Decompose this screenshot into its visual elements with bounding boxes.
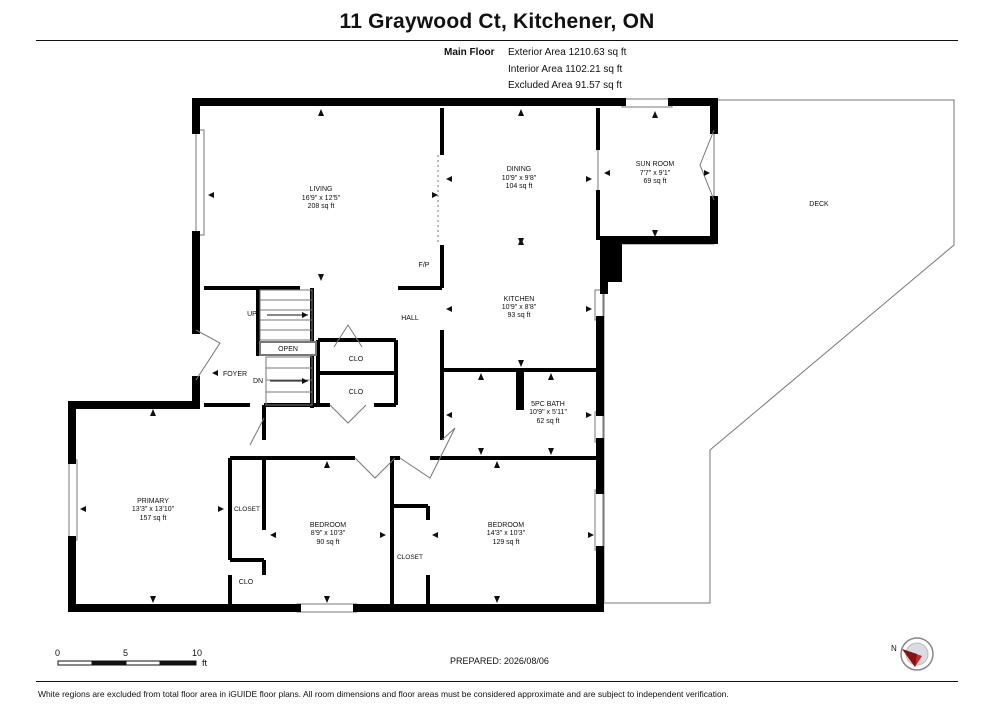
bedroom1-area: 90 sq ft [317,539,340,546]
kitchen-name: KITCHEN [504,296,535,303]
room-bedroom-1: BEDROOM 8'9" x 10'3" 90 sq ft [310,522,346,546]
bedroom1-dims: 8'9" x 10'3" [311,530,346,537]
compass-icon: N [891,637,934,671]
top-divider [36,40,958,41]
primary-dims: 13'3" x 13'10" [132,506,175,513]
door-swings [195,129,715,479]
room-bedroom-2: BEDROOM 14'3" x 10'3" 129 sq ft [487,522,526,546]
stairs-down-label: DN [253,378,263,385]
scale-tick-5: 5 [123,648,128,658]
kitchen-area: 93 sq ft [508,312,531,319]
primary-name: PRIMARY [137,498,169,505]
room-bath: 5PC BATH 10'9" x 5'11" 62 sq ft [529,401,567,425]
room-dining: DINING 10'9" x 9'8" 104 sq ft [502,166,537,190]
scale-tick-0: 0 [55,648,60,658]
kitchen-dims: 10'9" x 8'8" [502,304,537,311]
bath-name: 5PC BATH [531,401,565,408]
primary-area: 157 sq ft [140,515,167,522]
compass-north: N [891,644,897,653]
closet-label-4: CLOSET [234,506,260,513]
dimension-arrows [80,109,710,603]
living-dims: 16'9" x 12'5" [302,195,341,202]
stairs [259,289,313,406]
foyer-label: FOYER [223,371,247,378]
chimney [600,244,622,282]
closet-label-5: CLOSET [397,554,423,561]
room-sunroom: SUN ROOM 7'7" x 9'1" 69 sq ft [636,161,675,185]
windows [68,98,673,613]
deck-label: DECK [809,201,829,208]
dining-dims: 10'9" x 9'8" [502,175,537,182]
stairs-up-label: UP [247,311,257,318]
sunroom-dims: 7'7" x 9'1" [640,170,671,177]
room-primary: PRIMARY 13'3" x 13'10" 157 sq ft [132,498,175,522]
living-area: 208 sq ft [308,203,335,210]
bath-area: 62 sq ft [537,418,560,425]
prepared-date: PREPARED: 2026/08/06 [450,656,549,666]
room-living: LIVING 16'9" x 12'5" 208 sq ft [302,186,341,210]
bottom-divider [36,681,958,682]
living-name: LIVING [310,186,333,193]
closet-label-2: CLO [349,389,364,396]
room-kitchen: KITCHEN 10'9" x 8'8" 93 sq ft [502,296,537,319]
interior-area: Interior Area 1102.21 sq ft [508,64,623,75]
dining-name: DINING [507,166,532,173]
bedroom1-name: BEDROOM [310,522,346,529]
open-label: OPEN [278,346,298,353]
bedroom2-dims: 14'3" x 10'3" [487,530,526,537]
bedroom2-area: 129 sq ft [493,539,520,546]
sunroom-area: 69 sq ft [644,178,667,185]
disclaimer: White regions are excluded from total fl… [38,689,729,699]
fireplace-label: F/P [419,262,430,269]
floor-label: Main Floor [444,47,495,58]
page-title: 11 Graywood Ct, Kitchener, ON [339,10,655,33]
scale-bar: 0 5 10 ft [55,648,208,668]
closet-label-3: CLO [239,579,254,586]
scale-tick-10: 10 [192,648,202,658]
scale-unit: ft [202,658,208,668]
bedroom2-name: BEDROOM [488,522,524,529]
dining-area: 104 sq ft [506,183,533,190]
sunroom-name: SUN ROOM [636,161,675,168]
exterior-area: Exterior Area 1210.63 sq ft [508,47,627,58]
excluded-area: Excluded Area 91.57 sq ft [508,80,622,91]
closet-label-1: CLO [349,356,364,363]
hall-label: HALL [401,315,419,322]
open-box [259,341,317,356]
bath-dims: 10'9" x 5'11" [529,409,567,416]
